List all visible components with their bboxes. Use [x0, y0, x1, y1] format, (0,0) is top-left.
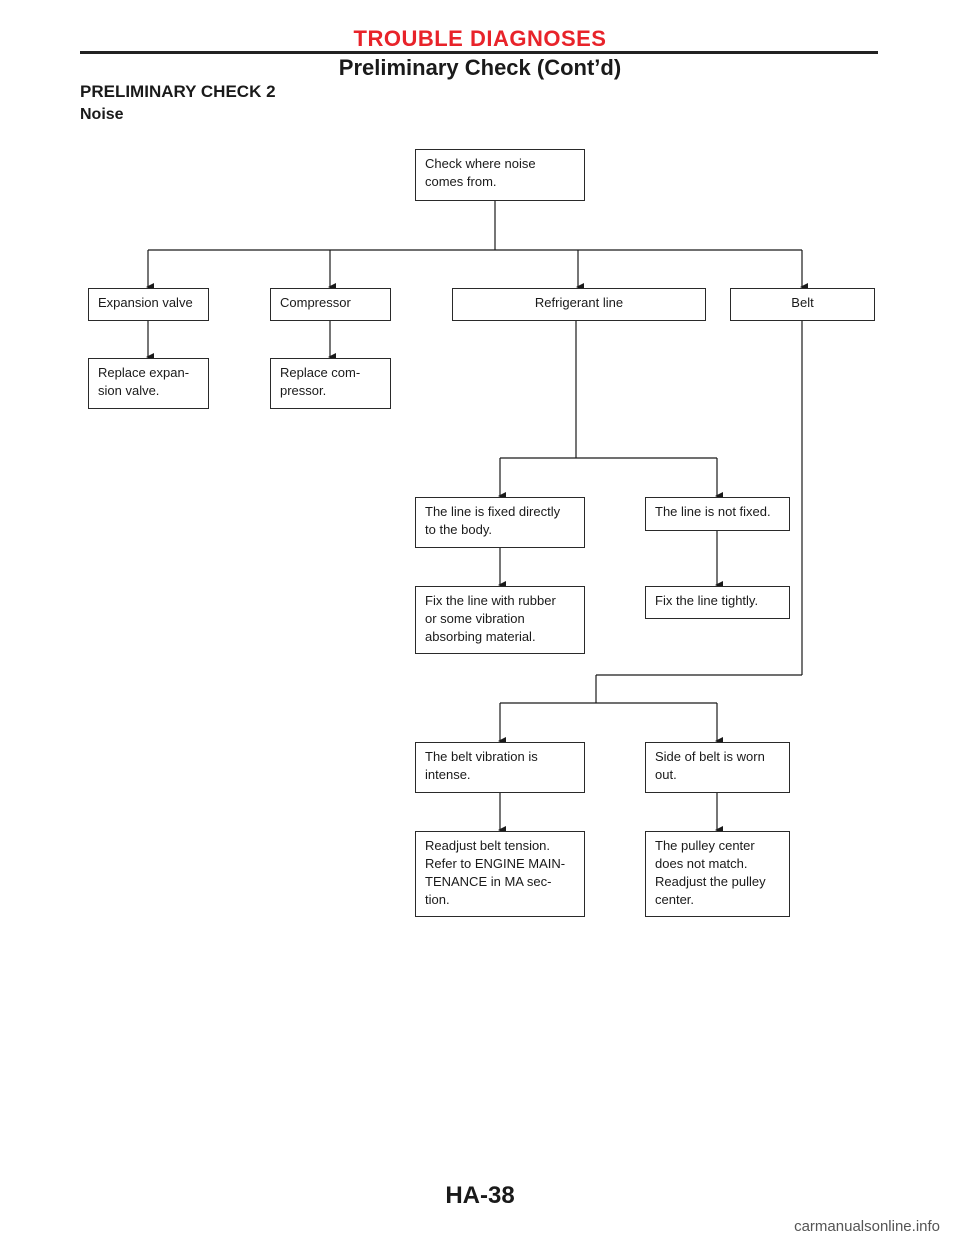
box-fix-line-rubber: Fix the line with rubber or some vibrati…: [415, 586, 585, 654]
box-line-not-fixed: The line is not fixed.: [645, 497, 790, 531]
box-replace-expansion-valve: Replace expan- sion valve.: [88, 358, 209, 409]
section-subtitle: Noise: [80, 106, 124, 123]
header-category: TROUBLE DIAGNOSES: [353, 26, 607, 51]
box-belt-vibration-intense: The belt vibration is intense.: [415, 742, 585, 793]
box-belt: Belt: [730, 288, 875, 321]
box-expansion-valve: Expansion valve: [88, 288, 209, 321]
watermark: carmanualsonline.info: [794, 1218, 940, 1235]
page-number: HA-38: [445, 1182, 515, 1209]
box-readjust-belt-tension: Readjust belt tension. Refer to ENGINE M…: [415, 831, 585, 917]
box-line-fixed-directly: The line is fixed directly to the body.: [415, 497, 585, 548]
box-pulley-center-mismatch: The pulley center does not match. Readju…: [645, 831, 790, 917]
header-subtitle: Preliminary Check (Cont’d): [338, 55, 622, 80]
header-divider: [80, 51, 878, 54]
box-check-noise-source: Check where noise comes from.: [415, 149, 585, 201]
box-compressor: Compressor: [270, 288, 391, 321]
box-belt-side-worn: Side of belt is worn out.: [645, 742, 790, 793]
box-fix-line-tightly: Fix the line tightly.: [645, 586, 790, 619]
section-title: PRELIMINARY CHECK 2: [80, 82, 276, 101]
box-refrigerant-line: Refrigerant line: [452, 288, 706, 321]
box-replace-compressor: Replace com- pressor.: [270, 358, 391, 409]
